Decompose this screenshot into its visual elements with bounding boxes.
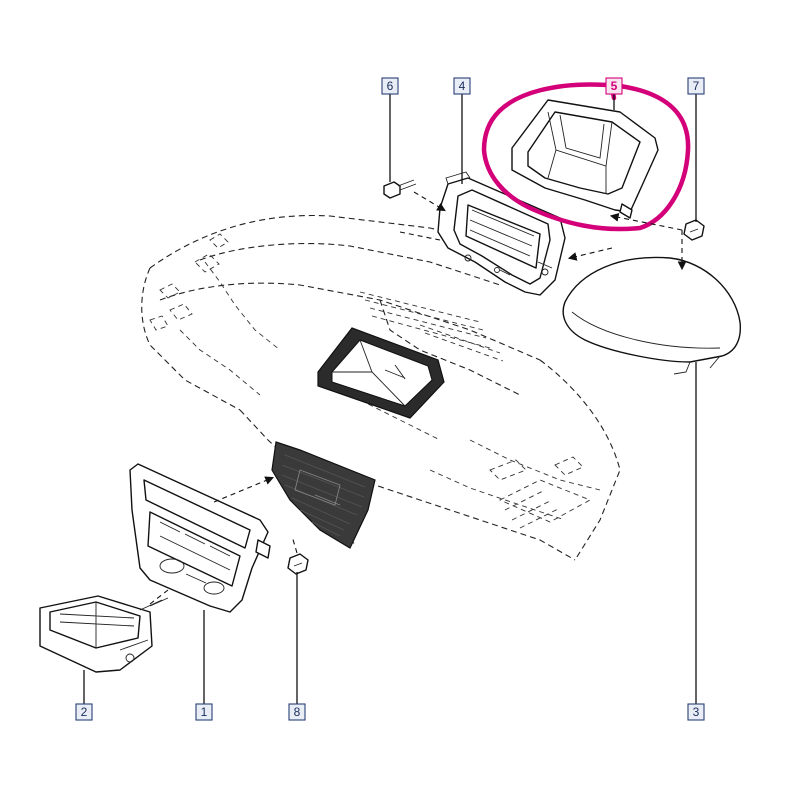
- svg-text:4: 4: [459, 79, 466, 93]
- callout-3: 3: [687, 703, 705, 721]
- part-2-storage-tray: [39, 595, 169, 673]
- callout-5: 5: [605, 77, 623, 95]
- center-stack: [271, 441, 376, 549]
- leader-lines: [83, 94, 697, 704]
- part-8-clip: [287, 553, 309, 575]
- callout-7: 7: [687, 77, 705, 95]
- assembly-arrows: [149, 191, 687, 605]
- callout-1: 1: [195, 703, 213, 721]
- svg-text:8: 8: [294, 705, 301, 719]
- callout-8: 8: [288, 703, 306, 721]
- part-3-cover: [562, 256, 742, 375]
- highlight-circle: [481, 82, 691, 232]
- part-7-clip: [683, 219, 705, 241]
- part-1-radio-fascia: [129, 463, 271, 613]
- callout-6: 6: [381, 77, 399, 95]
- svg-text:1: 1: [201, 705, 208, 719]
- svg-text:3: 3: [693, 705, 700, 719]
- dashboard-screen-opening: [317, 327, 445, 419]
- svg-text:7: 7: [693, 79, 700, 93]
- callout-2: 2: [75, 703, 93, 721]
- part-5-display-frame: [511, 99, 659, 219]
- svg-text:6: 6: [387, 79, 394, 93]
- callout-4: 4: [453, 77, 471, 95]
- part-6-screw: [383, 179, 417, 199]
- svg-text:5: 5: [611, 79, 618, 93]
- svg-text:2: 2: [81, 705, 88, 719]
